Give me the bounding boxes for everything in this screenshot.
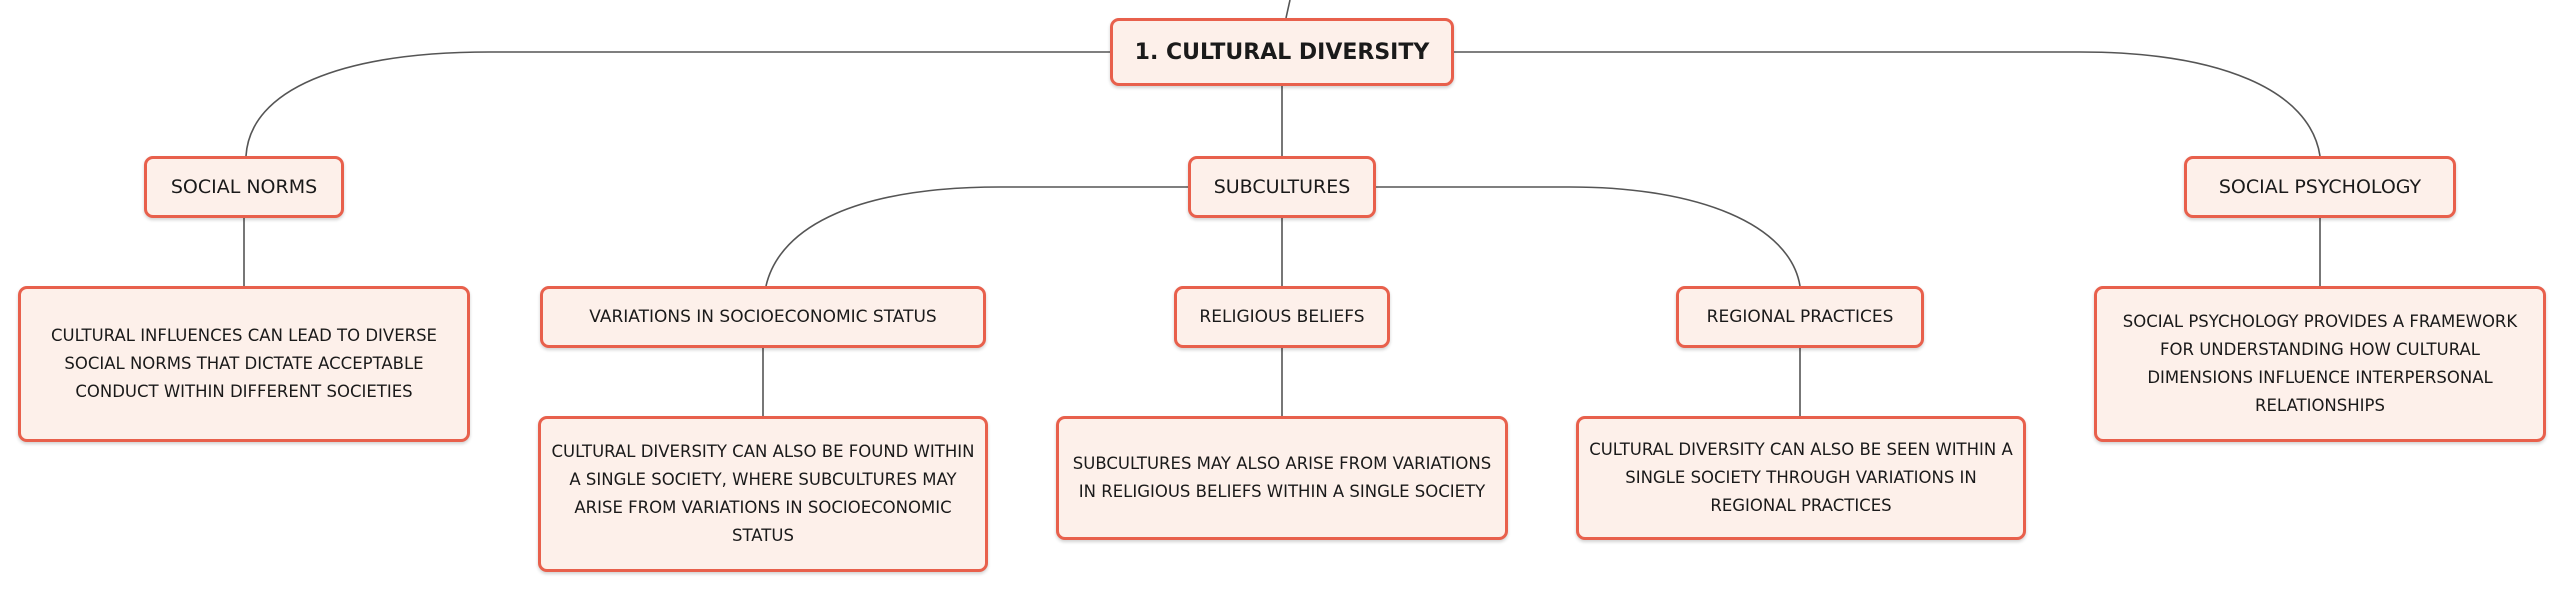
detail-node-variations-in-socioeconomic-status[interactable]: CULTURAL DIVERSITY CAN ALSO BE FOUND WIT… [538, 416, 988, 572]
root-node-label: 1. CULTURAL DIVERSITY [1134, 39, 1430, 65]
node-label: SOCIAL NORMS [170, 176, 318, 198]
connector-root-social-norms [245, 51, 1110, 157]
detail-node-social-norms[interactable]: CULTURAL INFLUENCES CAN LEAD TO DIVERSE … [18, 286, 470, 442]
detail-text: CULTURAL INFLUENCES CAN LEAD TO DIVERSE … [51, 326, 437, 401]
node-social-norms[interactable]: SOCIAL NORMS [144, 156, 344, 218]
detail-node-social-psychology[interactable]: SOCIAL PSYCHOLOGY PROVIDES A FRAMEWORK F… [2094, 286, 2546, 442]
root-node-cultural-diversity[interactable]: 1. CULTURAL DIVERSITY [1110, 18, 1454, 86]
node-label: VARIATIONS IN SOCIOECONOMIC STATUS [589, 307, 937, 327]
detail-node-regional-practices[interactable]: CULTURAL DIVERSITY CAN ALSO BE SEEN WITH… [1576, 416, 2026, 540]
node-social-psychology[interactable]: SOCIAL PSYCHOLOGY [2184, 156, 2456, 218]
detail-text: SOCIAL PSYCHOLOGY PROVIDES A FRAMEWORK F… [2122, 312, 2518, 415]
connector-subcultures-variations [765, 186, 1188, 287]
connector-subcultures-regional [1376, 186, 1801, 287]
connector-root-social-psychology [1454, 51, 2321, 157]
node-label: SUBCULTURES [1213, 176, 1351, 198]
detail-text: SUBCULTURES MAY ALSO ARISE FROM VARIATIO… [1072, 454, 1492, 501]
detail-text: CULTURAL DIVERSITY CAN ALSO BE FOUND WIT… [551, 442, 975, 545]
node-label: RELIGIOUS BELIEFS [1199, 307, 1365, 327]
node-label: SOCIAL PSYCHOLOGY [2218, 176, 2422, 198]
node-religious-beliefs[interactable]: RELIGIOUS BELIEFS [1174, 286, 1390, 348]
detail-node-religious-beliefs[interactable]: SUBCULTURES MAY ALSO ARISE FROM VARIATIO… [1056, 416, 1508, 540]
node-regional-practices[interactable]: REGIONAL PRACTICES [1676, 286, 1924, 348]
node-subcultures[interactable]: SUBCULTURES [1188, 156, 1376, 218]
node-variations-in-socioeconomic-status[interactable]: VARIATIONS IN SOCIOECONOMIC STATUS [540, 286, 986, 348]
detail-text: CULTURAL DIVERSITY CAN ALSO BE SEEN WITH… [1589, 440, 2013, 515]
connector-incoming-root [1285, 0, 1291, 19]
node-label: REGIONAL PRACTICES [1706, 307, 1894, 327]
